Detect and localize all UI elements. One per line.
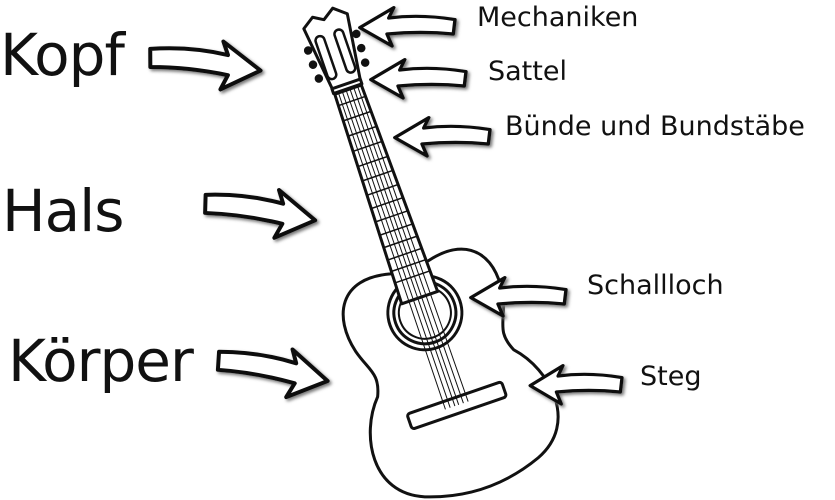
label-tuners: Mechaniken [477, 2, 639, 33]
arrow-nut [369, 57, 468, 100]
label-body: Körper [8, 327, 194, 395]
nut [330, 77, 364, 96]
headstock [302, 6, 363, 96]
bridge [406, 380, 508, 430]
guitar-body [341, 247, 560, 499]
label-soundhole: Schallloch [587, 270, 724, 301]
arrow-body [211, 334, 334, 406]
label-head: Kopf [0, 21, 125, 89]
label-nut: Sattel [488, 56, 567, 87]
label-bridge: Steg [640, 361, 702, 392]
label-frets: Bünde und Bundstäbe [505, 111, 805, 142]
label-neck: Hals [2, 177, 124, 245]
arrow-frets [393, 115, 492, 158]
arrow-tuners [358, 5, 457, 48]
arrow-neck [199, 177, 321, 246]
strings [331, 67, 469, 410]
arrow-head [144, 31, 266, 96]
tuners [303, 28, 370, 83]
